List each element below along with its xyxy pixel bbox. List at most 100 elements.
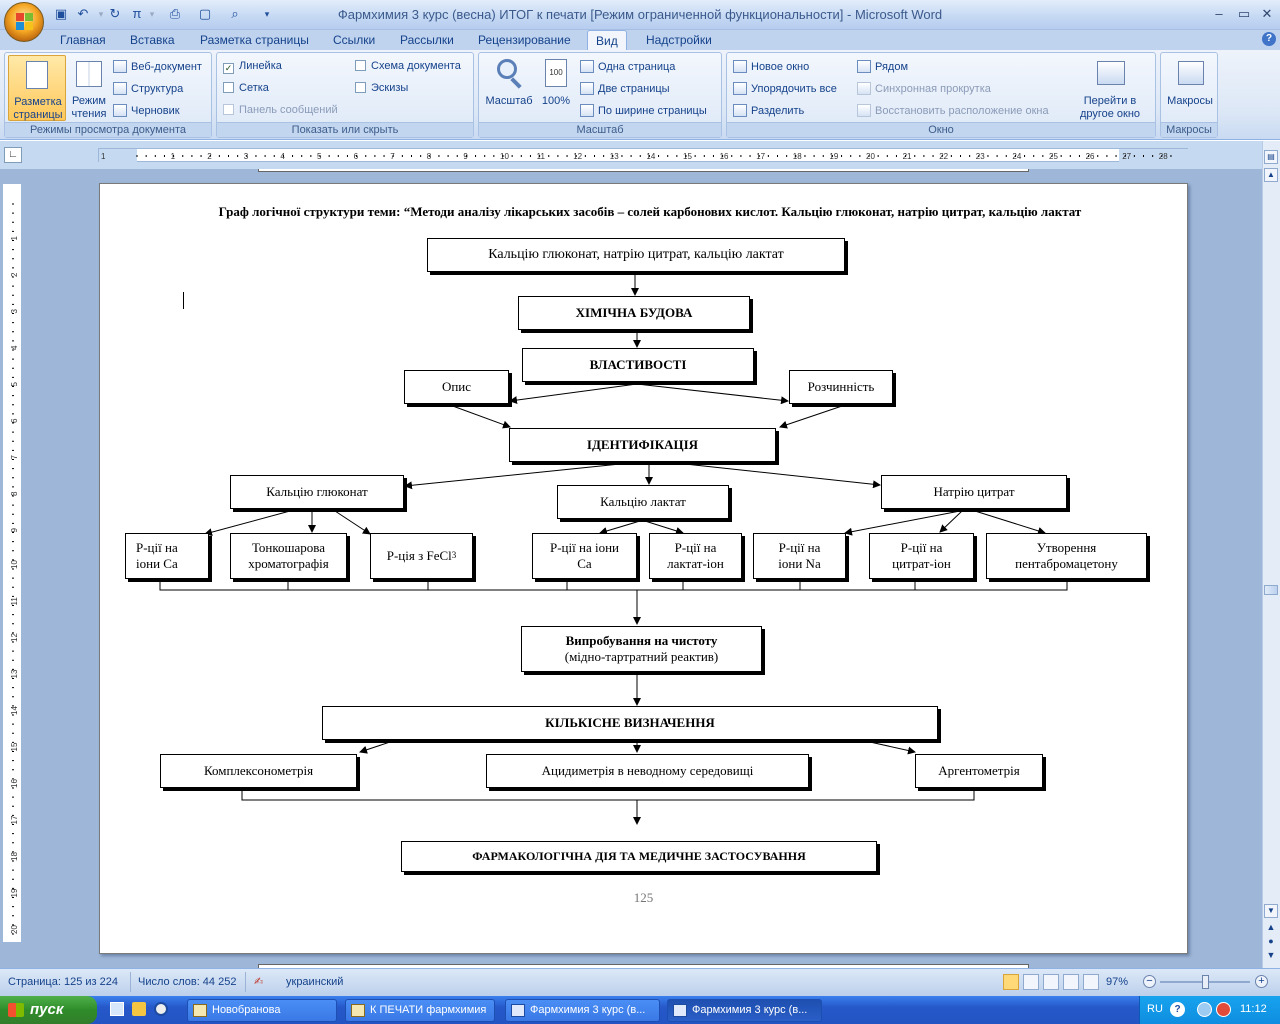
print-preview-icon[interactable]: ⌕ (231, 6, 239, 21)
sync-scroll-button[interactable]: Синхронная прокрутка (857, 82, 991, 95)
draft-button[interactable]: Черновик (113, 104, 180, 117)
ruler-toggle-icon[interactable]: ▤ (1264, 150, 1278, 164)
new-window-button[interactable]: Новое окно (733, 60, 809, 73)
status-page[interactable]: Страница: 125 из 224 (8, 976, 118, 988)
two-pages-button[interactable]: Две страницы (580, 82, 670, 95)
task-word-2[interactable]: Фармхимия 3 курс (в... (667, 999, 822, 1022)
pi-dropdown-icon[interactable]: ▾ (149, 9, 155, 19)
show-desktop-icon[interactable] (110, 1002, 124, 1016)
network-icon[interactable] (1197, 1002, 1212, 1017)
previous-page-icon[interactable]: ▲ (1266, 922, 1276, 932)
security-icon[interactable] (1216, 1002, 1231, 1017)
undo-icon[interactable]: ↶ (77, 6, 89, 21)
one-page-button[interactable]: Одна страница (580, 60, 675, 73)
box-purity: Випробування на чистоту (мідно-тартратни… (521, 626, 762, 672)
tab-view[interactable]: Вид (587, 30, 627, 50)
maximize-button[interactable]: ▭ (1237, 6, 1251, 21)
ruler-number: 1 (101, 152, 106, 161)
ruler-number: 17 (756, 152, 765, 161)
redo-icon[interactable]: ↻ (109, 6, 121, 21)
page-width-button[interactable]: По ширине страницы (580, 104, 707, 117)
box-structure: ХІМІЧНА БУДОВА (518, 296, 750, 330)
document-icon[interactable]: ▢ (198, 6, 212, 21)
tab-review[interactable]: Рецензирование (478, 33, 571, 47)
ruler-checkbox[interactable]: ✓Линейка (223, 60, 282, 74)
bracket-reactions (159, 580, 1068, 591)
customize-qat-icon[interactable]: ▾ (264, 9, 270, 19)
macros-button[interactable]: Макросы (1162, 55, 1218, 121)
tab-mailings[interactable]: Рассылки (400, 33, 454, 47)
arrange-all-button[interactable]: Упорядочить все (733, 82, 837, 95)
tab-selector-icon[interactable]: ∟ (4, 147, 22, 163)
task-novobranova[interactable]: Новобранова (187, 999, 337, 1022)
vruler-number: 4 (10, 345, 19, 350)
tab-page-layout[interactable]: Разметка страницы (200, 33, 309, 47)
task-word-1[interactable]: Фармхимия 3 курс (в... (505, 999, 660, 1022)
zoom-out-icon[interactable]: − (1143, 975, 1156, 988)
media-player-icon[interactable] (154, 1002, 168, 1016)
outline-view-icon[interactable] (1063, 974, 1079, 990)
zoom-in-icon[interactable]: + (1255, 975, 1268, 988)
switch-windows-button[interactable]: Перейти в другое окно (1067, 55, 1153, 121)
pi-icon[interactable]: π (132, 6, 142, 21)
quick-launch-icon[interactable] (132, 1002, 146, 1016)
box-quant: КІЛЬКІСНЕ ВИЗНАЧЕННЯ (322, 706, 938, 740)
print-icon[interactable]: ⎙ (169, 6, 181, 21)
office-button[interactable] (4, 2, 44, 42)
save-icon[interactable]: ▣ (54, 6, 68, 21)
select-browse-object-icon[interactable]: ● (1268, 936, 1274, 946)
doc-map-checkbox[interactable]: Схема документа (355, 60, 461, 72)
zoom-level[interactable]: 97% (1106, 976, 1129, 988)
tab-insert[interactable]: Вставка (130, 33, 175, 47)
tab-references[interactable]: Ссылки (333, 33, 376, 47)
task-label: Фармхимия 3 курс (в... (692, 1004, 808, 1016)
scroll-up-icon[interactable]: ▲ (1264, 168, 1278, 182)
spellcheck-icon[interactable]: ✍ (254, 976, 264, 988)
page-layout-button[interactable]: Разметка страницы (8, 55, 66, 121)
document-page[interactable]: Граф логічної структури теми: “Методи ан… (99, 183, 1188, 954)
vertical-scrollbar[interactable] (1262, 141, 1280, 968)
zoom-button[interactable]: Масштаб (481, 55, 537, 121)
status-language[interactable]: украинский (286, 976, 344, 988)
arrow-description-identification (449, 404, 511, 429)
text-line: Утворення (1036, 539, 1097, 555)
draft-view-icon[interactable] (1083, 974, 1099, 990)
task-k-pechati[interactable]: К ПЕЧАТИ фармхимия (345, 999, 495, 1022)
tab-home[interactable]: Главная (60, 33, 106, 47)
undo-dropdown-icon[interactable]: ▾ (98, 9, 104, 19)
split-button[interactable]: Разделить (733, 104, 804, 117)
zoom-slider-thumb[interactable] (1202, 975, 1209, 989)
close-button[interactable]: ✕ (1261, 6, 1273, 21)
next-page-icon[interactable]: ▼ (1266, 950, 1276, 960)
vruler-number: 12 (10, 633, 19, 642)
full-screen-reading-icon[interactable] (1023, 974, 1039, 990)
language-indicator[interactable]: RU (1147, 1003, 1163, 1015)
thumbnails-checkbox[interactable]: Эскизы (355, 82, 408, 94)
text-cursor (183, 292, 184, 309)
status-words[interactable]: Число слов: 44 252 (138, 976, 237, 988)
outline-button[interactable]: Структура (113, 82, 183, 95)
print-layout-view-icon[interactable] (1003, 974, 1019, 990)
reset-window-button[interactable]: Восстановить расположение окна (857, 104, 1049, 117)
side-by-side-button[interactable]: Рядом (857, 60, 908, 73)
web-layout-view-icon[interactable] (1043, 974, 1059, 990)
clock[interactable]: 11:12 (1240, 1003, 1267, 1015)
grid-checkbox[interactable]: Сетка (223, 82, 269, 94)
minimize-button[interactable]: – (1215, 6, 1223, 21)
web-layout-button[interactable]: Веб-документ (113, 60, 202, 73)
help-tray-icon[interactable]: ? (1170, 1002, 1185, 1017)
arrow-quant-complexo (359, 741, 391, 754)
zoom-100-button[interactable]: 100 100% (539, 55, 573, 121)
ruler-margin-right (1119, 149, 1189, 163)
reading-mode-button[interactable]: Режим чтения (68, 55, 110, 121)
help-icon[interactable]: ? (1262, 32, 1276, 46)
tab-addins[interactable]: Надстройки (646, 33, 712, 47)
scroll-down-icon[interactable]: ▼ (1264, 904, 1278, 918)
scrollbar-thumb[interactable] (1264, 585, 1278, 595)
message-bar-checkbox[interactable]: Панель сообщений (223, 104, 338, 116)
task-label: К ПЕЧАТИ фармхимия (370, 1004, 487, 1016)
start-button[interactable]: пуск (0, 996, 97, 1024)
side-by-side-icon (857, 60, 871, 73)
